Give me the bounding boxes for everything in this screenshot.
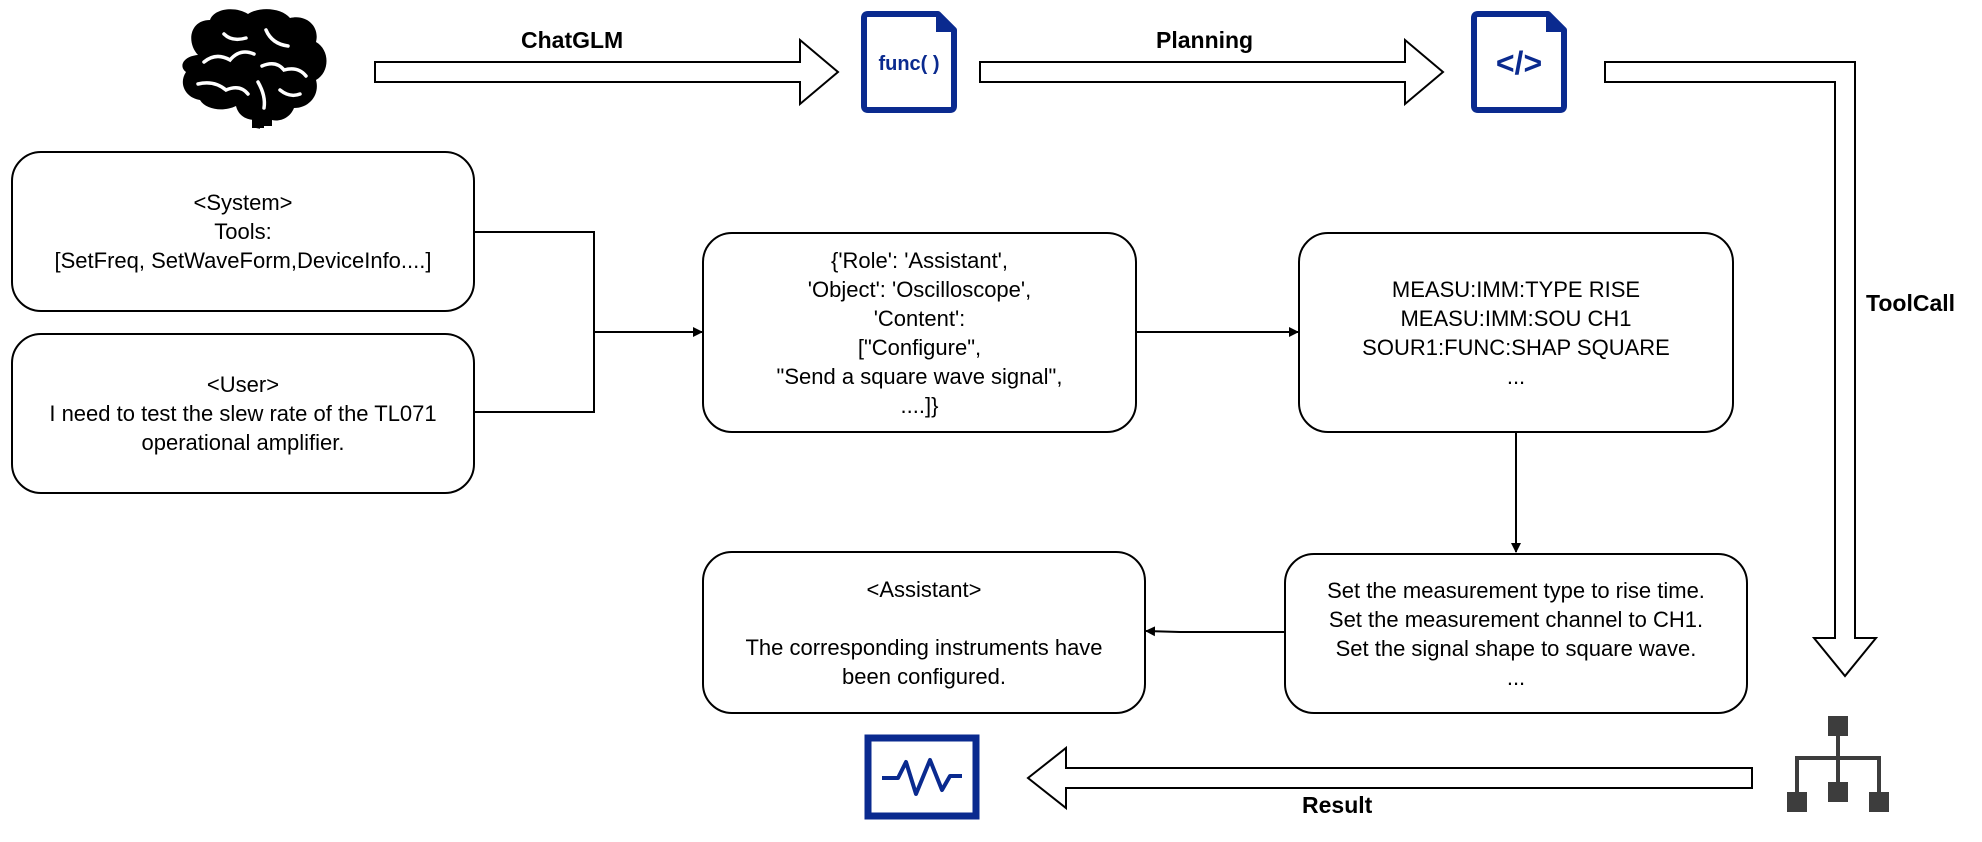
system-tag: <System> — [193, 190, 293, 215]
message-line-6: ....]} — [900, 392, 939, 418]
explanation-line-4: ... — [1506, 664, 1526, 690]
oscilloscope-icon — [864, 734, 980, 820]
planning-message-box: {'Role': 'Assistant', 'Object': 'Oscillo… — [702, 232, 1137, 433]
message-line-1: {'Role': 'Assistant', — [831, 247, 1008, 273]
code-icon: </> — [1471, 11, 1567, 113]
command-line-2: MEASU:IMM:SOU CH1 — [1400, 305, 1632, 331]
explanation-line-3: Set the signal shape to square wave. — [1335, 635, 1697, 661]
message-line-5: "Send a square wave signal", — [776, 363, 1063, 389]
func-icon-text: func( ) — [878, 53, 939, 75]
code-icon-text: </> — [1496, 45, 1542, 81]
assistant-message-line-1: The corresponding instruments have — [745, 634, 1103, 660]
system-tools-list: [SetFreq, SetWaveForm,DeviceInfo....] — [54, 248, 432, 273]
command-line-4: ... — [1506, 363, 1526, 389]
user-prompt-box: <User> I need to test the slew rate of t… — [11, 333, 475, 494]
assistant-tag: <Assistant> — [866, 576, 982, 602]
result-arrow — [1026, 745, 1753, 811]
result-label: Result — [1302, 792, 1373, 818]
scpi-commands-box: MEASU:IMM:TYPE RISE MEASU:IMM:SOU CH1 SO… — [1298, 232, 1734, 433]
assistant-message-line-2: been configured. — [842, 663, 1006, 689]
explanation-line-1: Set the measurement type to rise time. — [1327, 577, 1705, 603]
user-message-line-1: I need to test the slew rate of the TL07… — [49, 401, 437, 426]
command-line-3: SOUR1:FUNC:SHAP SQUARE — [1362, 334, 1670, 360]
explanation-to-assistant-arrow — [1145, 626, 1284, 637]
planning-label: Planning — [1156, 27, 1254, 53]
system-tools-label: Tools: — [214, 219, 272, 244]
message-line-4: ["Configure", — [857, 334, 982, 360]
user-message-line-2: operational amplifier. — [141, 430, 345, 455]
message-line-3: 'Content': — [873, 305, 966, 331]
command-explanation-box: Set the measurement type to rise time. S… — [1284, 553, 1748, 714]
hierarchy-icon — [1787, 716, 1889, 812]
planning-arrow — [979, 37, 1445, 107]
command-line-1: MEASU:IMM:TYPE RISE — [1391, 276, 1641, 302]
brain-icon — [182, 9, 327, 129]
chatglm-label: ChatGLM — [521, 27, 624, 53]
chatglm-arrow — [374, 37, 840, 107]
message-line-2: 'Object': 'Oscilloscope', — [807, 276, 1032, 302]
system-to-merge-line — [475, 231, 595, 413]
explanation-line-2: Set the measurement channel to CH1. — [1328, 606, 1704, 632]
system-prompt-box: <System> Tools: [SetFreq, SetWaveForm,De… — [11, 151, 475, 312]
toolcall-arrow — [1604, 61, 1879, 678]
user-tag: <User> — [206, 372, 280, 397]
toolcall-label: ToolCall — [1866, 290, 1956, 316]
func-icon: func( ) — [861, 11, 957, 113]
assistant-response-box: <Assistant> The corresponding instrument… — [702, 551, 1146, 714]
